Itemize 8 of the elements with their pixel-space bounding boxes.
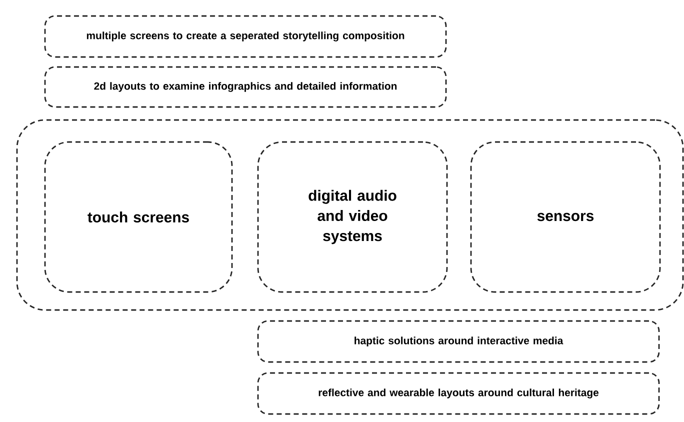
note-box: multiple screens to create a seperated storytelling composition <box>44 15 447 58</box>
category-box: sensors <box>470 141 661 293</box>
group-box <box>16 119 684 311</box>
note-box: reflective and wearable layouts around cultural heritage <box>257 372 660 415</box>
category-box: digital audio and video systems <box>257 141 448 293</box>
note-box: haptic solutions around interactive media <box>257 320 660 363</box>
category-box: touch screens <box>44 141 233 293</box>
note-box: 2d layouts to examine infographics and detailed information <box>44 66 447 108</box>
